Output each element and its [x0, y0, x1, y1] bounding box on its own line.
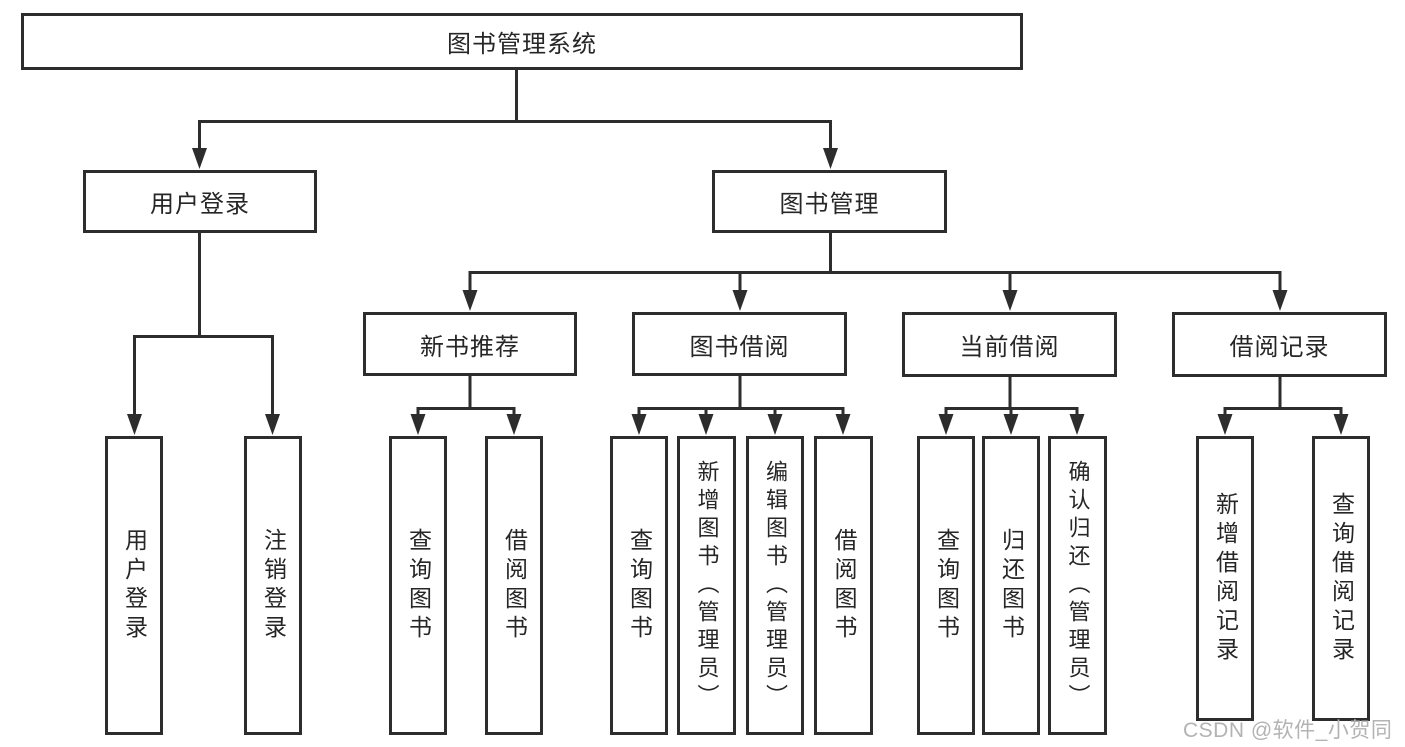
node-root-system: 图书管理系统 [21, 13, 1023, 70]
leaf-confirm-return-admin: 确认归还（管理员） [1048, 436, 1107, 735]
leaf-add-books-admin: 新增图书（管理员） [677, 436, 736, 735]
csdn-watermark: CSDN @软件_小贺同学 [1183, 719, 1393, 742]
leaf-query-books-borrow: 查询图书 [610, 436, 668, 735]
node-new-book-recommend: 新书推荐 [363, 312, 577, 376]
leaf-query-borrow-record: 查询借阅记录 [1312, 436, 1370, 721]
leaf-query-books-current: 查询图书 [917, 436, 975, 735]
leaf-user-login: 用户登录 [105, 436, 163, 735]
node-book-borrow: 图书借阅 [632, 312, 847, 376]
leaf-edit-books-admin: 编辑图书（管理员） [746, 436, 804, 735]
leaf-add-borrow-record: 新增借阅记录 [1196, 436, 1254, 721]
node-borrow-records: 借阅记录 [1172, 312, 1387, 377]
leaf-borrow-books: 借阅图书 [814, 436, 873, 735]
node-book-management: 图书管理 [712, 170, 947, 233]
leaf-logout: 注销登录 [244, 436, 302, 735]
leaf-borrow-books-recommend: 借阅图书 [485, 436, 543, 735]
node-current-borrow: 当前借阅 [902, 312, 1117, 377]
leaf-return-books: 归还图书 [982, 436, 1040, 735]
node-user-login: 用户登录 [83, 170, 317, 233]
leaf-query-books-recommend: 查询图书 [389, 436, 447, 735]
